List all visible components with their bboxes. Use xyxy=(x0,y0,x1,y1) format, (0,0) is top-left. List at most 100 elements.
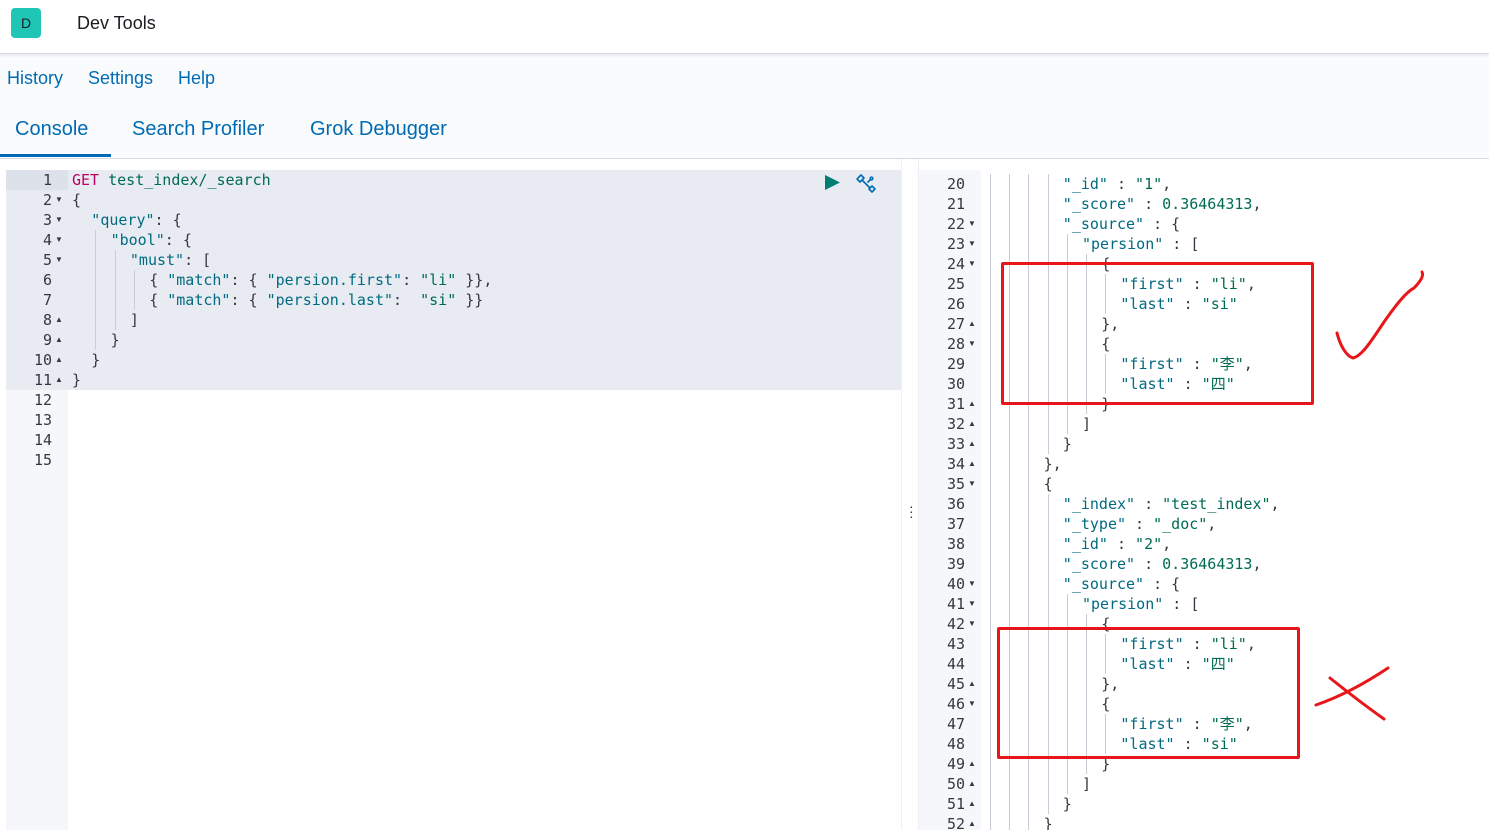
fold-expand-icon[interactable]: ▲ xyxy=(968,799,976,808)
code-token: } xyxy=(72,371,82,389)
indent-guide xyxy=(114,310,116,330)
indent-guide xyxy=(1047,634,1049,654)
code-line: ] xyxy=(1082,414,1091,434)
code-line: ] xyxy=(130,310,139,330)
code-line: "bool": { xyxy=(111,230,192,250)
indent-guide xyxy=(114,270,116,290)
indent-guide xyxy=(1086,694,1087,714)
fold-collapse-icon[interactable]: ▼ xyxy=(55,255,63,264)
fold-expand-icon[interactable]: ▲ xyxy=(968,399,976,408)
fold-collapse-icon[interactable]: ▼ xyxy=(55,195,63,204)
fold-collapse-icon[interactable]: ▼ xyxy=(968,259,976,268)
line-number: 33 xyxy=(946,435,965,453)
indent-guide xyxy=(1028,554,1030,574)
fold-collapse-icon[interactable]: ▼ xyxy=(968,579,976,588)
fold-expand-icon[interactable]: ▲ xyxy=(968,819,976,828)
code-token: : { xyxy=(230,291,267,309)
fold-collapse-icon[interactable]: ▼ xyxy=(968,339,976,348)
code-token: : { xyxy=(1144,215,1181,233)
fold-expand-icon[interactable]: ▲ xyxy=(968,759,976,768)
code-line: } xyxy=(1063,434,1072,454)
fold-collapse-icon[interactable]: ▼ xyxy=(968,219,976,228)
indent-guide xyxy=(1047,774,1049,794)
play-icon[interactable] xyxy=(824,174,841,191)
code-token: "_id" xyxy=(1062,535,1108,553)
indent-guide xyxy=(1066,694,1068,714)
fold-expand-icon[interactable]: ▲ xyxy=(55,315,63,324)
code-token: "li" xyxy=(420,271,457,289)
indent-guide xyxy=(1066,414,1068,434)
vertical-dots-icon[interactable]: ··· xyxy=(909,498,914,524)
fold-expand-icon[interactable]: ▲ xyxy=(968,679,976,688)
history-link[interactable]: History xyxy=(7,68,64,88)
indent-guide xyxy=(1009,434,1011,454)
code-token: }}, xyxy=(456,271,493,289)
fold-expand-icon[interactable]: ▲ xyxy=(968,779,976,788)
code-token: "1" xyxy=(1135,175,1163,193)
fold-expand-icon[interactable]: ▲ xyxy=(968,419,976,428)
fold-expand-icon[interactable]: ▲ xyxy=(55,355,63,364)
code-token: { xyxy=(149,271,168,289)
indent-guide xyxy=(990,514,991,534)
code-line: "first" : "李", xyxy=(1120,714,1252,734)
code-token: }, xyxy=(1101,315,1120,333)
code-token: "_type" xyxy=(1062,515,1127,533)
tab-grok-debugger[interactable]: Grok Debugger xyxy=(310,118,447,140)
fold-expand-icon[interactable]: ▲ xyxy=(55,375,63,384)
code-token: } xyxy=(110,331,120,349)
indent-guide xyxy=(1028,734,1030,754)
indent-guide xyxy=(1009,494,1011,514)
indent-guide xyxy=(1028,694,1030,714)
indent-guide xyxy=(1047,414,1049,434)
indent-guide xyxy=(1066,754,1068,774)
code-token: : { xyxy=(230,271,267,289)
indent-guide xyxy=(1105,714,1107,734)
fold-expand-icon[interactable]: ▲ xyxy=(968,459,976,468)
fold-collapse-icon[interactable]: ▼ xyxy=(55,215,63,224)
tab-search-profiler[interactable]: Search Profiler xyxy=(132,118,265,140)
fold-collapse-icon[interactable]: ▼ xyxy=(968,239,976,248)
indent-guide xyxy=(1086,654,1087,674)
line-number: 48 xyxy=(946,735,965,753)
line-number: 34 xyxy=(946,455,965,473)
indent-guide xyxy=(1028,434,1030,454)
fold-expand-icon[interactable]: ▲ xyxy=(968,439,976,448)
code-line: } xyxy=(1063,794,1072,814)
indent-guide xyxy=(1028,374,1030,394)
tab-console[interactable]: Console xyxy=(15,118,89,140)
code-token: "persion" xyxy=(1082,595,1164,613)
indent-guide xyxy=(1028,354,1030,374)
fold-collapse-icon[interactable]: ▼ xyxy=(968,699,976,708)
line-number: 5 xyxy=(42,251,52,269)
line-number: 20 xyxy=(946,175,965,193)
code-token: "last" xyxy=(1120,375,1175,393)
fold-expand-icon[interactable]: ▲ xyxy=(968,319,976,328)
fold-collapse-icon[interactable]: ▼ xyxy=(55,235,63,244)
line-number: 29 xyxy=(946,355,965,373)
fold-collapse-icon[interactable]: ▼ xyxy=(968,479,976,488)
code-line: } xyxy=(1101,754,1110,774)
fold-collapse-icon[interactable]: ▼ xyxy=(968,599,976,608)
code-token: "_index" xyxy=(1062,495,1136,513)
wrench-icon[interactable] xyxy=(855,173,877,195)
code-token: "si" xyxy=(1201,735,1238,753)
code-token: : xyxy=(1174,655,1202,673)
indent-guide xyxy=(1047,214,1049,234)
code-token: { xyxy=(1101,695,1111,713)
indent-guide xyxy=(1047,374,1049,394)
fold-collapse-icon[interactable]: ▼ xyxy=(968,619,976,628)
line-number: 36 xyxy=(946,495,965,513)
app-avatar[interactable]: D xyxy=(11,8,41,38)
fold-expand-icon[interactable]: ▲ xyxy=(55,335,63,344)
pane-resizer[interactable]: ··· xyxy=(901,159,919,830)
settings-link[interactable]: Settings xyxy=(88,68,154,88)
indent-guide xyxy=(1066,274,1068,294)
line-number: 37 xyxy=(946,515,965,533)
indent-guide xyxy=(1009,414,1011,434)
help-link[interactable]: Help xyxy=(178,68,216,88)
indent-guide xyxy=(114,250,116,270)
line-number: 44 xyxy=(946,655,965,673)
code-token: test_index/_search xyxy=(108,171,271,189)
indent-guide xyxy=(1086,334,1087,354)
